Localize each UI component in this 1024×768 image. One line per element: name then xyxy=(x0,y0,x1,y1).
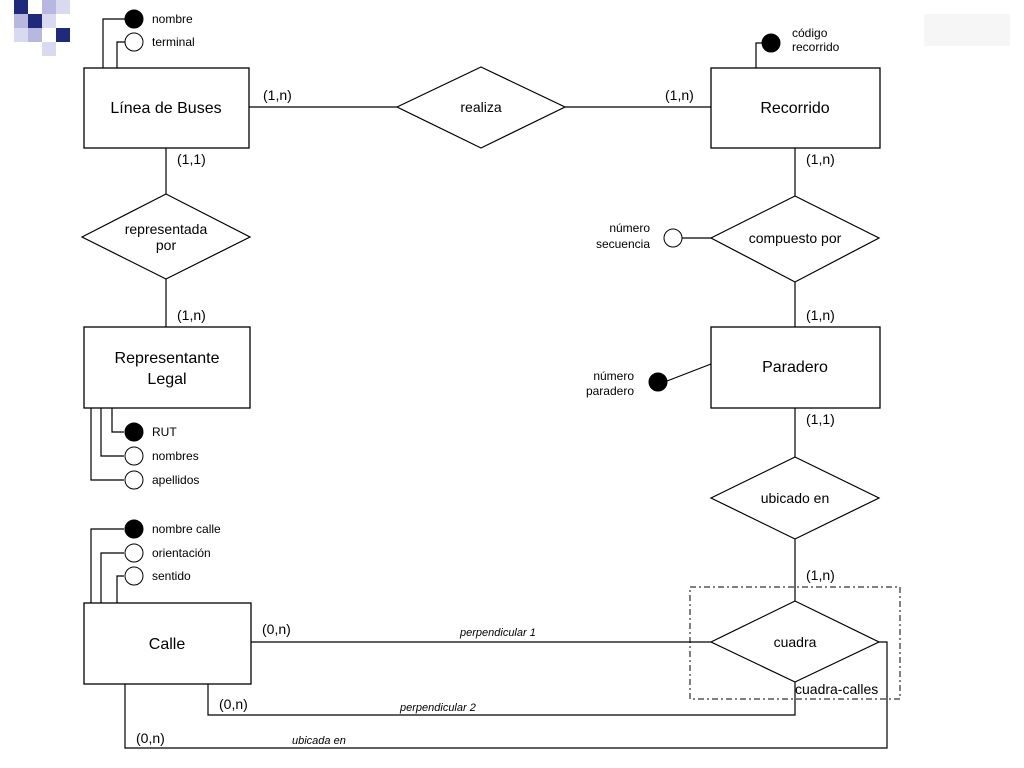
cardinality-recorrido-realiza: (1,n) xyxy=(665,87,694,103)
connector-lines xyxy=(90,18,888,749)
entity-recorrido: Recorrido xyxy=(710,67,881,149)
relationship-realiza: realiza xyxy=(395,66,567,149)
relationship-representada-por: representada por xyxy=(80,193,252,280)
attribute-icon xyxy=(124,32,144,52)
slide-logo-icon xyxy=(14,0,70,56)
entity-calle: Calle xyxy=(83,602,252,685)
attr-calle-nombre: nombre calle xyxy=(152,522,221,536)
entity-representante-legal: Representante Legal xyxy=(83,326,251,409)
key-attribute-icon xyxy=(124,9,144,29)
relationship-ubicado-en: ubicado en xyxy=(709,456,881,540)
cardinality-calle-ubicada: (0,n) xyxy=(136,730,165,746)
entity-paradero-label: Paradero xyxy=(762,359,828,376)
attr-compuesto-numero-line1: número xyxy=(609,221,650,235)
key-attribute-icon xyxy=(124,519,144,539)
aggregation-cuadra-calles-label: cuadra-calles xyxy=(795,681,878,697)
cardinality-paradero-ubicado: (1,1) xyxy=(806,411,835,427)
attribute-icon xyxy=(124,543,144,563)
relationship-realiza-label: realiza xyxy=(460,99,501,115)
key-attribute-icon xyxy=(124,422,144,442)
cardinality-calle-perp2: (0,n) xyxy=(219,696,248,712)
cardinality-paradero-compuesto: (1,n) xyxy=(806,307,835,323)
key-attribute-icon xyxy=(648,372,668,392)
attr-recorrido-codigo-line2: recorrido xyxy=(792,40,840,54)
relationship-cuadra-label: cuadra xyxy=(774,634,817,650)
slide-corner-decoration xyxy=(924,14,1010,46)
key-attribute-icon xyxy=(761,33,781,53)
role-perpendicular-2: perpendicular 2 xyxy=(399,702,476,714)
attr-rep-nombres: nombres xyxy=(152,449,199,463)
role-ubicada-en: ubicada en xyxy=(292,735,346,747)
relationship-compuesto-por: compuesto por xyxy=(709,195,881,283)
attr-linea-nombre: nombre xyxy=(152,12,193,26)
attr-compuesto-numero-line2: secuencia xyxy=(596,237,650,251)
attribute-markers xyxy=(124,9,781,586)
attr-calle-sentido: sentido xyxy=(152,569,191,583)
entity-representante-label-line2: Legal xyxy=(147,371,186,388)
attribute-icon xyxy=(663,228,683,248)
attr-recorrido-codigo-line1: código xyxy=(792,26,828,40)
role-perpendicular-1: perpendicular 1 xyxy=(459,627,536,639)
entity-linea-label: Línea de Buses xyxy=(110,100,221,117)
entity-paradero: Paradero xyxy=(710,326,881,409)
relationship-representada-label-line1: representada xyxy=(125,221,208,237)
attr-rep-apellidos: apellidos xyxy=(152,473,199,487)
attr-rep-rut: RUT xyxy=(152,425,177,439)
entity-linea-de-buses: Línea de Buses xyxy=(83,67,250,149)
cardinality-recorrido-compuesto: (1,n) xyxy=(806,151,835,167)
attr-linea-terminal: terminal xyxy=(152,35,195,49)
cardinality-linea-representada: (1,1) xyxy=(177,151,206,167)
attribute-icon xyxy=(124,566,144,586)
cardinality-calle-perp1: (0,n) xyxy=(262,621,291,637)
entity-representante-label-line1: Representante xyxy=(115,350,220,367)
entity-calle-label: Calle xyxy=(149,636,186,653)
relationship-ubicado-label: ubicado en xyxy=(761,490,830,506)
attribute-icon xyxy=(124,470,144,490)
cardinality-linea-realiza: (1,n) xyxy=(263,87,292,103)
attr-paradero-numero-line2: paradero xyxy=(586,384,634,398)
relationship-representada-label-line2: por xyxy=(156,237,177,253)
cardinality-rep-representada: (1,n) xyxy=(177,307,206,323)
attribute-icon xyxy=(124,446,144,466)
relationship-compuesto-label: compuesto por xyxy=(749,230,842,246)
attr-calle-orientacion: orientación xyxy=(152,546,211,560)
cuadra-calles-group-frame xyxy=(689,586,901,700)
entity-recorrido-label: Recorrido xyxy=(760,100,829,117)
relationship-cuadra: cuadra xyxy=(709,600,881,683)
cardinality-cuadra-ubicado: (1,n) xyxy=(806,567,835,583)
attr-paradero-numero-line1: número xyxy=(593,369,634,383)
